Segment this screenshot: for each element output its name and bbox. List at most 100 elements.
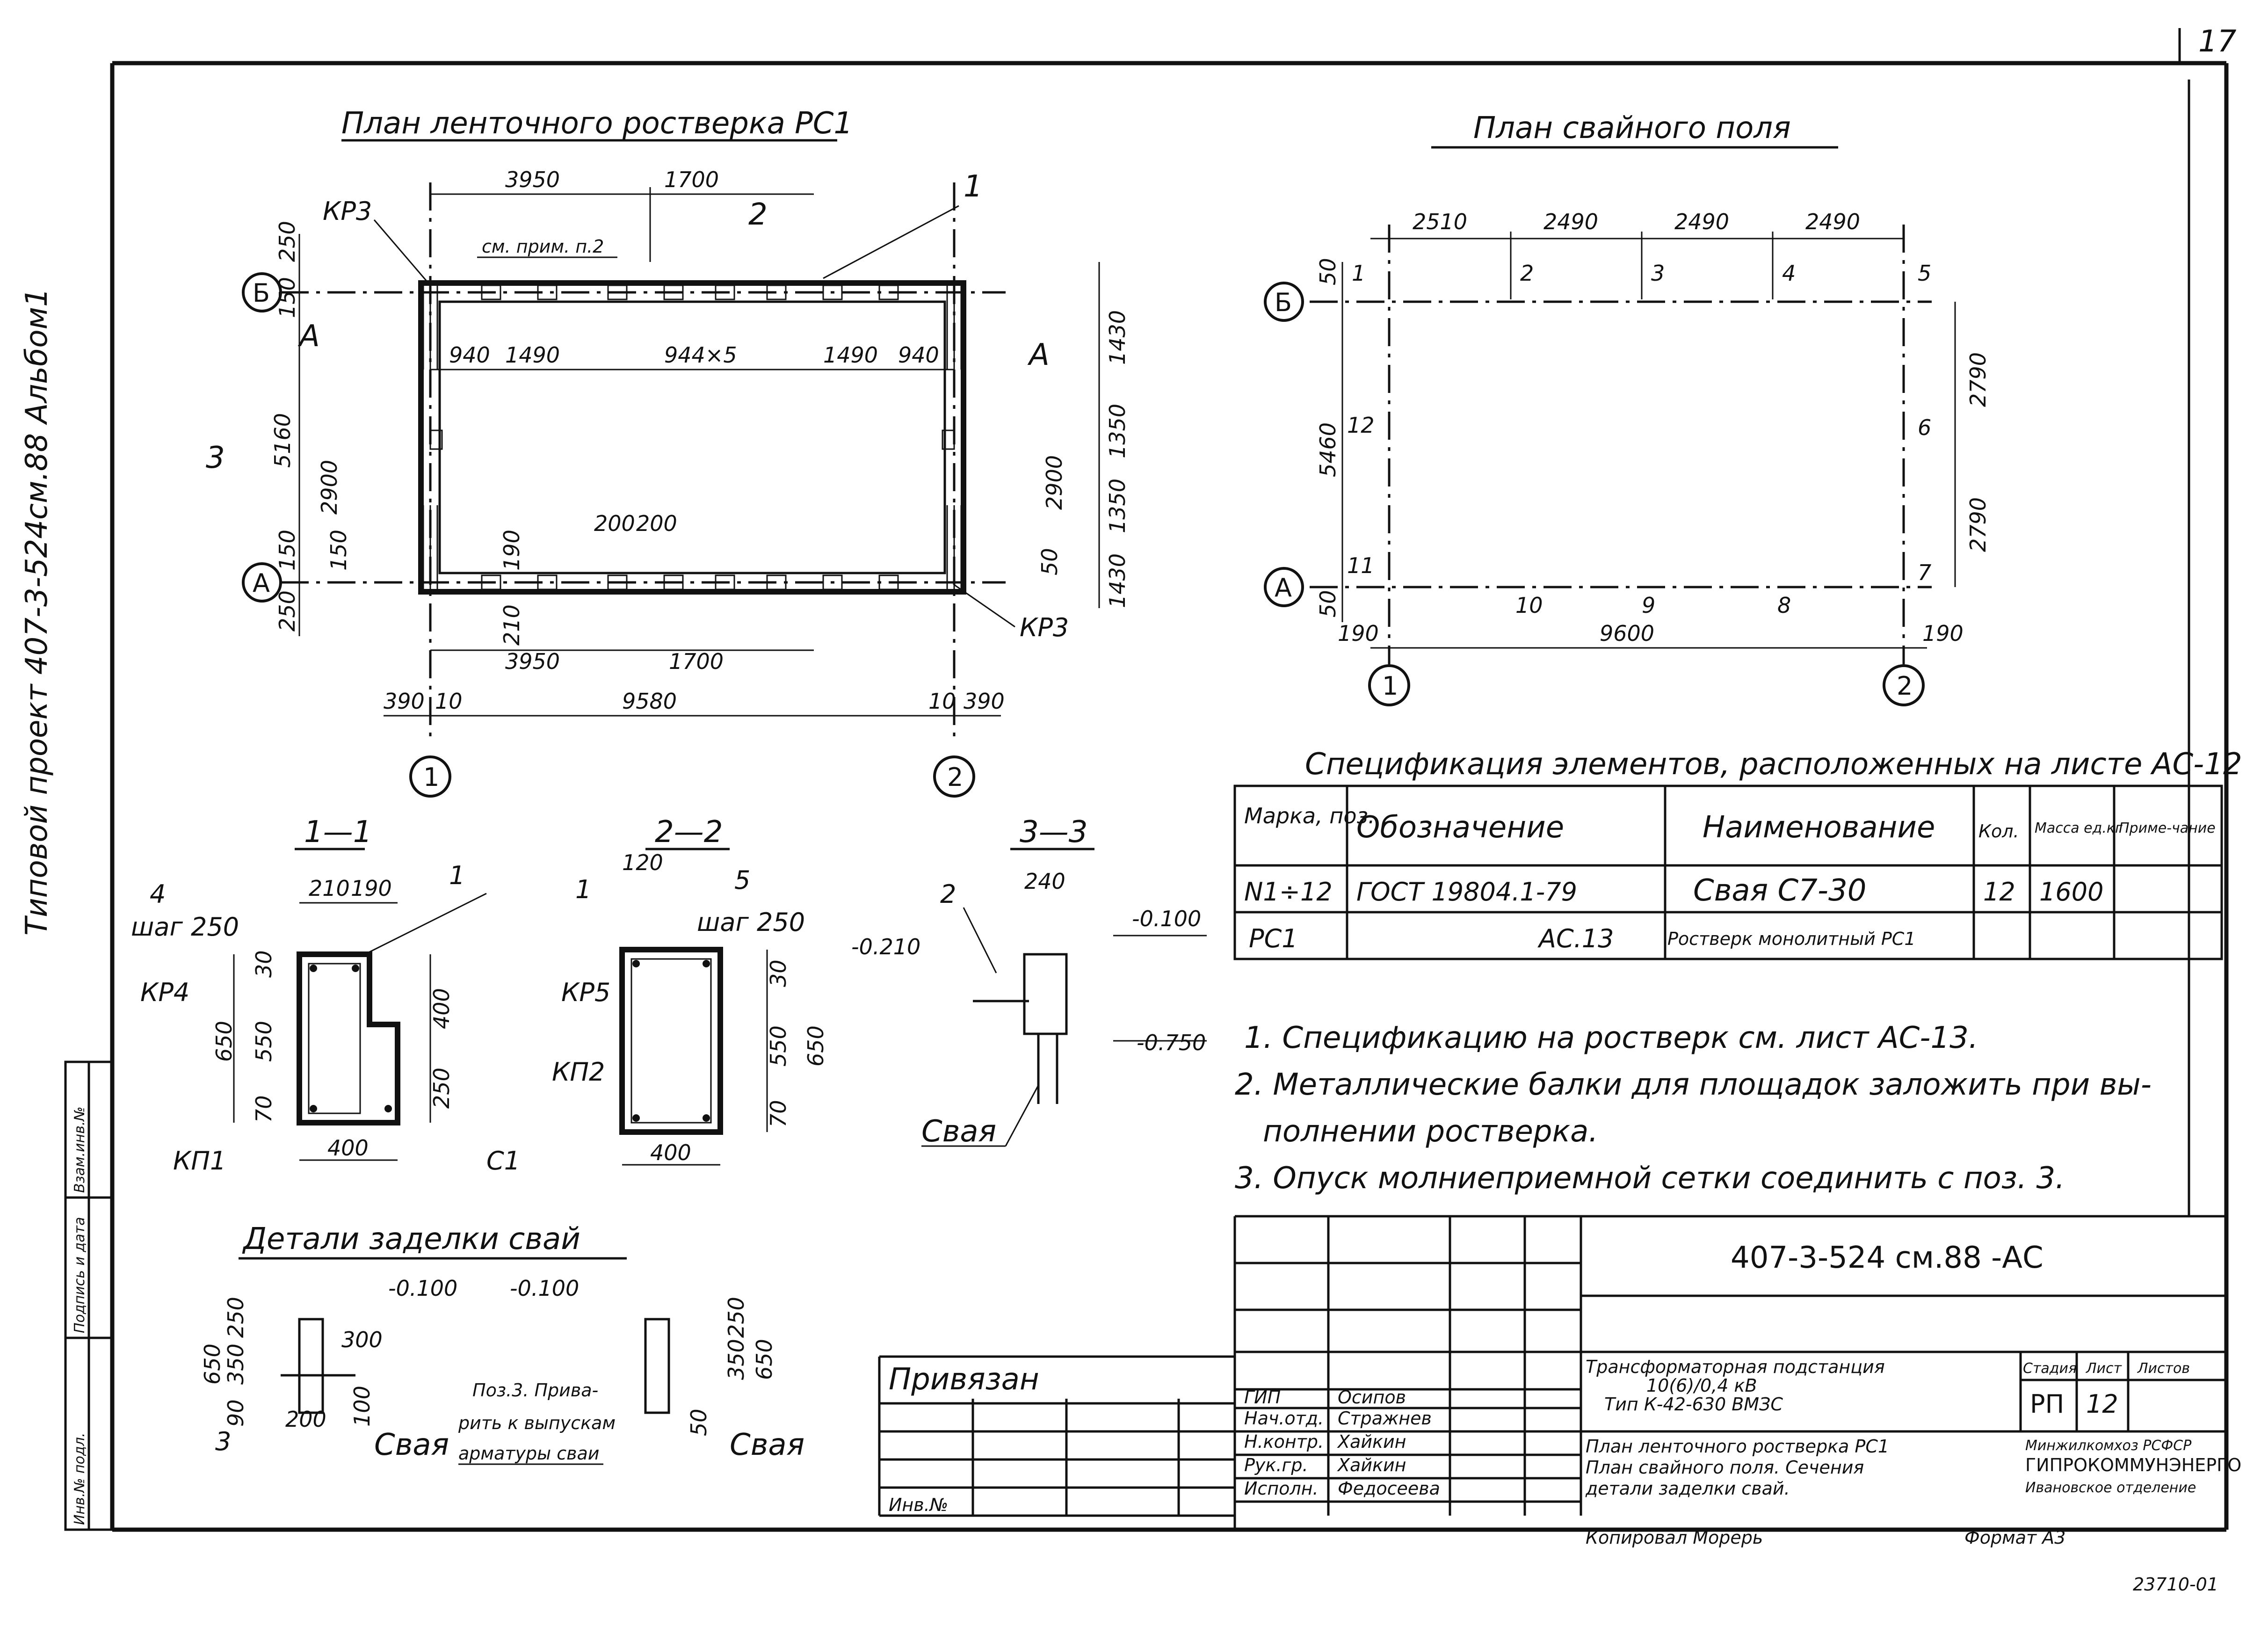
sec11-dim-9: 400	[429, 988, 454, 1029]
spec-row: РС1 АС.13 Ростверк монолитный РС1	[1249, 924, 1916, 953]
spec-r1-mass: 1600	[2039, 877, 2103, 907]
det-dim-l1: 650	[200, 1343, 225, 1385]
det-label-3: 3	[215, 1427, 231, 1456]
stamp-org-3: Ивановское отделение	[2025, 1480, 2196, 1496]
sec33-dim-2: -0.210	[851, 934, 920, 959]
spec-h-mark: Марка, поз.	[1244, 803, 1375, 828]
sec22-label-kr5: КР5	[561, 978, 610, 1007]
stamp-side-inv: Инв.№ подл.	[72, 1433, 88, 1525]
sec33-dim-1: 240	[1024, 869, 1065, 894]
det-note-1: Поз.3. Прива-	[472, 1380, 598, 1401]
section-1-1: 1—1 4 1 шаг 250 КР4 КП1 С1 210 190 30 65…	[131, 815, 520, 1176]
rc1-mark-a-left: A	[297, 319, 320, 354]
stamp-sheet-3: детали заделки свай.	[1585, 1478, 1790, 1499]
details-title: Детали заделки свай	[242, 1222, 580, 1256]
sec11-label-kr4: КР4	[140, 978, 189, 1007]
pile-4: 4	[1782, 261, 1796, 286]
sheet-number: 17	[2198, 24, 2237, 59]
rc1-dim-right-1: 1430	[1105, 310, 1130, 365]
det-dim-l4: 90	[223, 1399, 248, 1427]
pile-6: 6	[1918, 415, 1931, 440]
spec-r1-qty: 12	[1983, 877, 2015, 907]
spec-r1-name: Свая С7-30	[1693, 873, 1866, 908]
rc1-note-ref: см. прим. п.2	[482, 236, 604, 257]
title-stamp: Привязан Инв.№ 407-3-524 см.88 -АС ГИП Н…	[878, 1215, 2241, 1548]
rc1-mark-a-right: A	[1027, 338, 1050, 372]
det-dim-r2: 250	[724, 1297, 749, 1338]
piles-axis-1: 1	[1382, 671, 1398, 701]
stamp-format: Формат А3	[1964, 1527, 2065, 1548]
plan-rc1: План ленточного ростверка РС1 Б	[206, 106, 1130, 798]
spec-r1-designation: ГОСТ 19804.1-79	[1356, 877, 1577, 907]
spec-r1-mark: N1÷12	[1244, 877, 1333, 907]
piles-dim-top-4: 2490	[1805, 209, 1860, 234]
rc1-axis-a: А	[253, 568, 270, 598]
pile-8: 8	[1777, 593, 1791, 618]
rc1-mark-2: 2	[748, 197, 768, 232]
sec22-label-kp2: КП2	[552, 1057, 605, 1087]
notes: 1. Спецификацию на ростверк см. лист АС-…	[1235, 1021, 2152, 1196]
spec-h-name: Наименование	[1703, 810, 1935, 845]
stamp-name-4: Хайкин	[1337, 1455, 1406, 1475]
sheet-frame	[110, 28, 2229, 1532]
sec22-label-1: 1	[575, 875, 591, 904]
rc1-dim-inner-5: 940	[898, 342, 939, 368]
left-stamp-strip: Инв.№ подл. Подпись и дата Взам.инв.№	[64, 1060, 114, 1531]
stamp-org-2: ГИПРОКОММУНЭНЕРГО	[2025, 1455, 2241, 1475]
det-dim-l6: 100	[349, 1386, 375, 1427]
sec33-title: 3—3	[1020, 815, 1087, 850]
rc1-dim-right-4: 1350	[1105, 479, 1130, 533]
spec-h-designation: Обозначение	[1356, 810, 1564, 845]
side-title-group: Типовой проект 407-3-524см.88 Альбом1	[20, 288, 54, 936]
stamp-project-1: Трансформаторная подстанция	[1586, 1357, 1885, 1377]
sec33-label-pile: Свая	[921, 1114, 996, 1149]
piles-axis-a: А	[1275, 573, 1292, 603]
rc1-kr3-top: КР3	[323, 196, 372, 226]
rc1-dim-inner-4: 1490	[823, 342, 878, 368]
det-label-pile-1: Свая	[374, 1428, 449, 1462]
stamp-sheet-1: План ленточного ростверка РС1	[1586, 1436, 1889, 1457]
piles-dim-right-2: 2790	[1965, 497, 1991, 552]
piles-title: План свайного поля	[1473, 111, 1791, 145]
sec11-dim-3: 30	[251, 950, 276, 978]
stamp-name-5: Федосеева	[1338, 1478, 1440, 1499]
stamp-sheet: 12	[2086, 1389, 2118, 1419]
stamp-side-sign: Подпись и дата	[72, 1217, 88, 1334]
piles-dim-top-1: 2510	[1413, 209, 1467, 234]
sec11-label-kp1: КП1	[173, 1146, 226, 1176]
rc1-dim-misc-1: 200	[594, 511, 635, 536]
stamp-name-1: Осипов	[1338, 1387, 1406, 1408]
pile-5: 5	[1918, 261, 1931, 286]
stamp-bound: Привязан	[889, 1362, 1039, 1397]
rc1-dim-top-2: 1700	[664, 167, 719, 192]
rc1-dim-right-2: 1350	[1105, 404, 1130, 458]
spec-h-note: Приме-чание	[2119, 820, 2216, 836]
rc1-dim-right-3: 2900	[1042, 455, 1067, 510]
sec11-label-c1: С1	[486, 1146, 520, 1176]
spec-title: Спецификация элементов, расположенных на…	[1305, 747, 2242, 782]
det-dim-r4: 50	[686, 1409, 711, 1436]
stamp-role-3: Н.контр.	[1244, 1431, 1324, 1452]
piles-dim-bottom-1: 190	[1338, 621, 1379, 646]
footer-code: 23710-01	[2133, 1574, 2218, 1595]
stamp-role-2: Нач.отд.	[1244, 1408, 1324, 1429]
sec11-dim-1: 210	[309, 876, 350, 901]
spec-r2-mark: РС1	[1249, 924, 1298, 953]
rc1-dim-misc-2: 200	[636, 511, 677, 536]
sec22-dim-1: 120	[622, 850, 663, 875]
det-dim-r1: 350	[724, 1339, 749, 1380]
details-level-2: -0.100	[510, 1276, 579, 1301]
sec11-dim-8: 250	[429, 1067, 454, 1109]
stamp-stage-label: Стадия	[2023, 1360, 2077, 1377]
stamp-stage: РП	[2030, 1389, 2064, 1419]
details-level-1: -0.100	[388, 1276, 457, 1301]
piles-axis-b: Б	[1275, 288, 1292, 317]
pile-1: 1	[1352, 261, 1365, 286]
piles-dim-left-2: 5460	[1315, 422, 1341, 477]
stamp-copied: Копировал Морерь	[1586, 1527, 1763, 1548]
stamp-org-1: Минжилкомхоз РСФСР	[2025, 1438, 2192, 1454]
sec11-title: 1—1	[304, 815, 372, 850]
det-dim-l2: 350	[223, 1343, 248, 1385]
rc1-axis-b: Б	[253, 278, 270, 308]
